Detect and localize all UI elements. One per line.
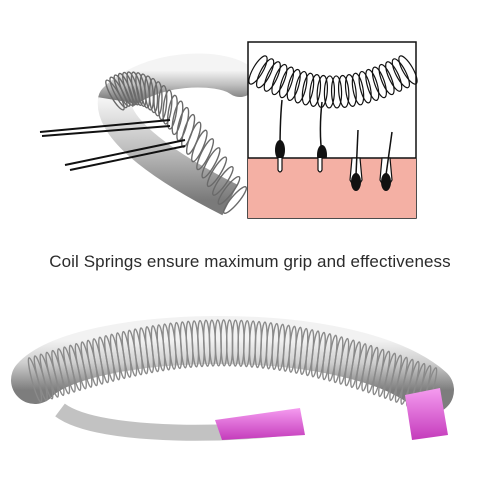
hair-strand <box>39 119 171 133</box>
spring-loop <box>271 63 288 96</box>
headband-svg <box>11 316 454 441</box>
spring-loop <box>286 68 301 102</box>
coil-ring <box>166 94 178 130</box>
hair-strand <box>64 139 186 166</box>
coil-ring <box>171 100 184 136</box>
coil-ring <box>191 129 208 163</box>
spring-loop <box>365 68 380 102</box>
pink-tip-left <box>215 408 305 440</box>
coil-ring <box>148 77 159 114</box>
spring-loop <box>279 66 295 99</box>
coil-ring <box>222 186 248 214</box>
pink-tip-right <box>405 388 448 440</box>
coil-ring <box>201 147 221 179</box>
spring-loop <box>263 61 281 92</box>
hair-strand <box>41 125 171 137</box>
spring-loop <box>294 70 308 104</box>
coil-ring <box>196 138 215 171</box>
coil-closeup-svg <box>39 53 250 216</box>
spring-loop <box>330 75 343 109</box>
spring-loop <box>255 58 275 89</box>
coil-ring <box>157 84 168 121</box>
coil-ring <box>144 75 155 111</box>
spring-loop <box>344 73 357 107</box>
coil-ring <box>217 175 241 205</box>
spring-loop <box>351 72 365 106</box>
coil-rings <box>105 71 248 214</box>
coil-ring <box>212 166 234 196</box>
coil-ring <box>206 156 228 188</box>
spring-loop <box>385 61 403 92</box>
spring-loop <box>398 55 418 85</box>
coil-ring <box>162 89 173 125</box>
spring-loop <box>248 55 268 85</box>
spring-loop <box>391 58 411 89</box>
diagram-svg <box>247 41 418 219</box>
hair-removal-diagram <box>240 40 420 222</box>
headband-coil-rings <box>27 319 438 413</box>
spring-loop <box>371 66 387 99</box>
hair-strand <box>69 145 186 171</box>
spring-loop <box>358 70 372 104</box>
spring-loop <box>301 72 315 106</box>
caption-text: Coil Springs ensure maximum grip and eff… <box>49 252 451 271</box>
coil-headband-illustration <box>0 300 500 470</box>
coil-ring <box>153 81 163 117</box>
spring-loop <box>323 75 336 109</box>
spring-loop <box>309 73 322 107</box>
spring-loop <box>337 74 350 109</box>
hair-root <box>275 140 285 160</box>
coil-closeup-illustration <box>20 40 250 220</box>
spring-loop <box>378 63 395 96</box>
